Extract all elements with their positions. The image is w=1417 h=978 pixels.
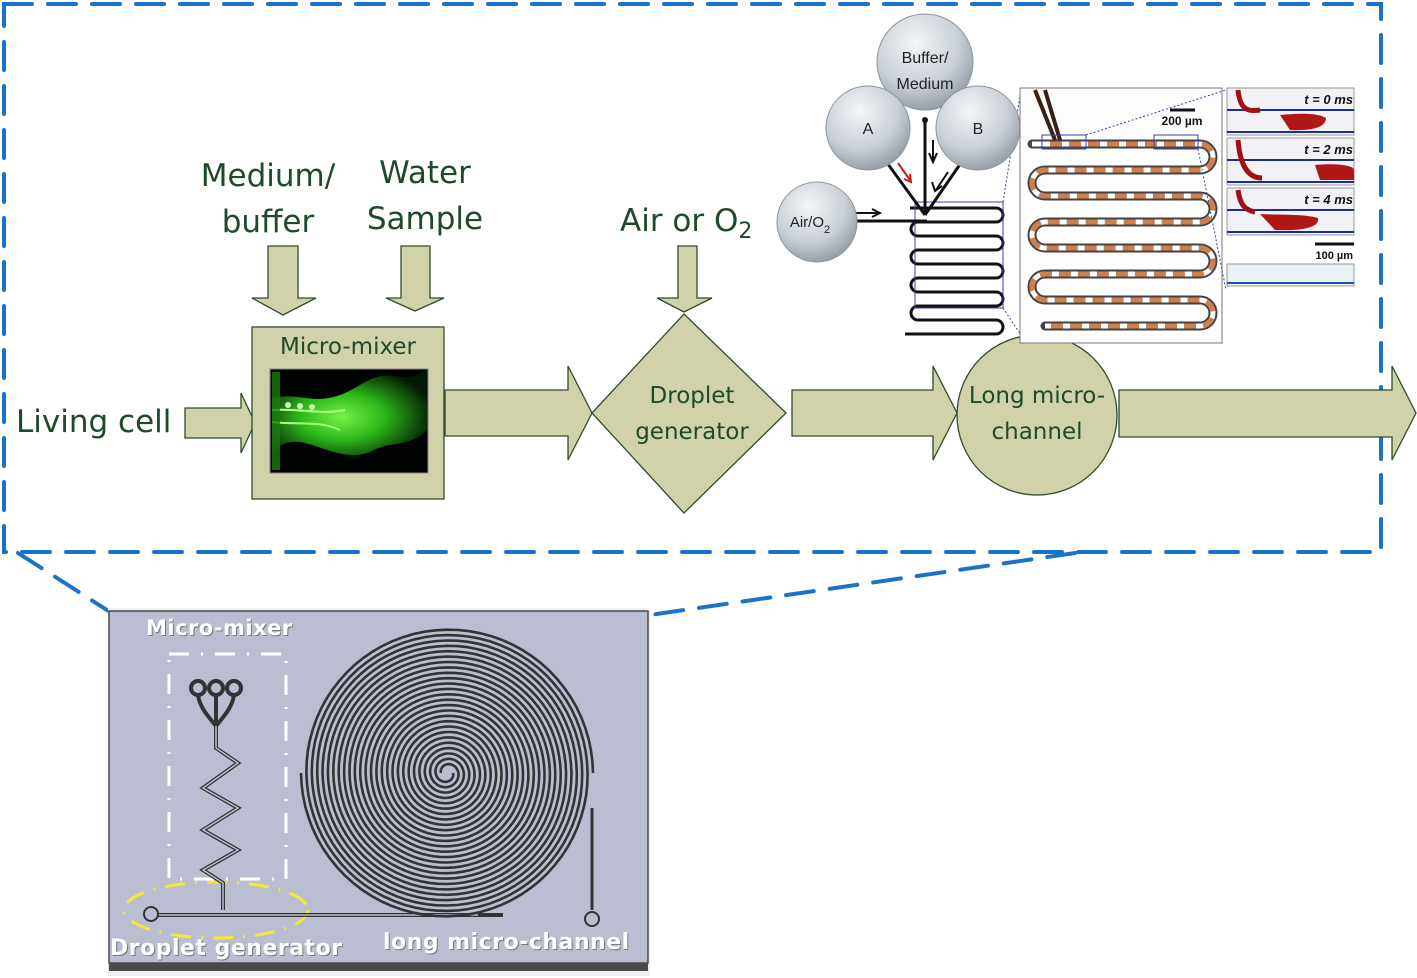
time-label-0: t = 0 ms — [1304, 92, 1353, 107]
medium-buffer-label: Medium/ buffer — [188, 153, 348, 245]
micro-mixer-image — [269, 368, 429, 474]
arrow-water — [385, 245, 445, 312]
chip-edge — [109, 963, 648, 971]
water-sample-label: Water Sample — [355, 150, 495, 242]
arrow-living-cell — [184, 392, 256, 454]
arrow-droplet-to-channel — [791, 365, 958, 461]
droplet-label-line2: generator — [635, 419, 749, 445]
chip-outlet-port — [584, 911, 600, 927]
micro-mixer-title: Micro-mixer — [280, 334, 416, 360]
callout-line-left — [16, 551, 112, 614]
channel-label-line2: channel — [991, 419, 1083, 445]
arrow-medium — [251, 245, 317, 316]
serpentine-channel — [905, 206, 1005, 336]
droplet-generator-diamond — [591, 313, 787, 514]
medium-label-line1: Medium/ — [200, 158, 336, 194]
inset-schematic: Buffer/ Medium A B Air/O2 200 µm t = 0 m… — [776, 13, 1355, 344]
time-label-4: t = 4 ms — [1304, 192, 1353, 207]
chip-droplet-generator-label: Droplet generator — [110, 936, 343, 961]
reservoir-buffer — [876, 13, 974, 111]
time-frame-4: t = 4 ms — [1226, 187, 1355, 236]
dashed-frame-border — [2, 2, 1383, 554]
time-frame-0: t = 0 ms — [1226, 87, 1355, 136]
long-channel-label: Long micro- channel — [957, 378, 1117, 450]
arrow-air — [656, 245, 713, 313]
arrow-output — [1118, 365, 1417, 461]
channel-label-line1: Long micro- — [968, 383, 1106, 409]
arrow-mixer-to-droplet — [444, 365, 593, 461]
water-label-line1: Water — [379, 155, 471, 191]
reservoir-air — [776, 181, 858, 263]
time-frame-2: t = 2 ms — [1226, 137, 1355, 186]
b-inlet-line — [923, 159, 965, 216]
a-inlet-line — [883, 159, 927, 216]
chip-inlet-port — [143, 906, 159, 922]
chip-long-channel-label: long micro-channel — [383, 930, 630, 955]
scale-label-100: 100 µm — [1315, 250, 1353, 262]
time-label-2: t = 2 ms — [1304, 142, 1353, 157]
living-cell-label: Living cell — [16, 404, 172, 440]
air-label-text: Air or O — [620, 203, 739, 239]
buffer-text-2: Medium — [897, 76, 954, 93]
water-label-line2: Sample — [366, 201, 484, 237]
reservoir-a-label: A — [863, 121, 874, 138]
microfluidic-chip — [108, 608, 650, 976]
droplet-label-line1: Droplet — [649, 383, 735, 409]
zoom-box-serpentine — [914, 201, 1004, 309]
droplet-generator-highlight — [122, 880, 310, 940]
reservoir-a — [825, 85, 911, 171]
scale-label-200: 200 µm — [1162, 114, 1203, 128]
mixer-region-box — [167, 652, 288, 881]
medium-label-line2: buffer — [221, 204, 315, 240]
chip-micro-mixer-label: Micro-mixer — [146, 616, 293, 640]
reservoir-air-label: Air/O2 — [790, 214, 830, 236]
callout-line-right — [648, 551, 1077, 617]
spiral-channel — [305, 628, 595, 913]
air-label-subscript: 2 — [738, 219, 753, 245]
air-o2-label: Air or O2 — [620, 198, 752, 255]
time-frames: t = 0 ms t = 2 ms t = 4 ms 100 µm — [1226, 87, 1355, 287]
reservoir-b-label: B — [973, 121, 984, 138]
droplet-generator-label: Droplet generator — [610, 378, 774, 450]
droplet-micrograph: 200 µm — [1019, 87, 1227, 344]
buffer-text-1: Buffer/ — [902, 50, 949, 67]
